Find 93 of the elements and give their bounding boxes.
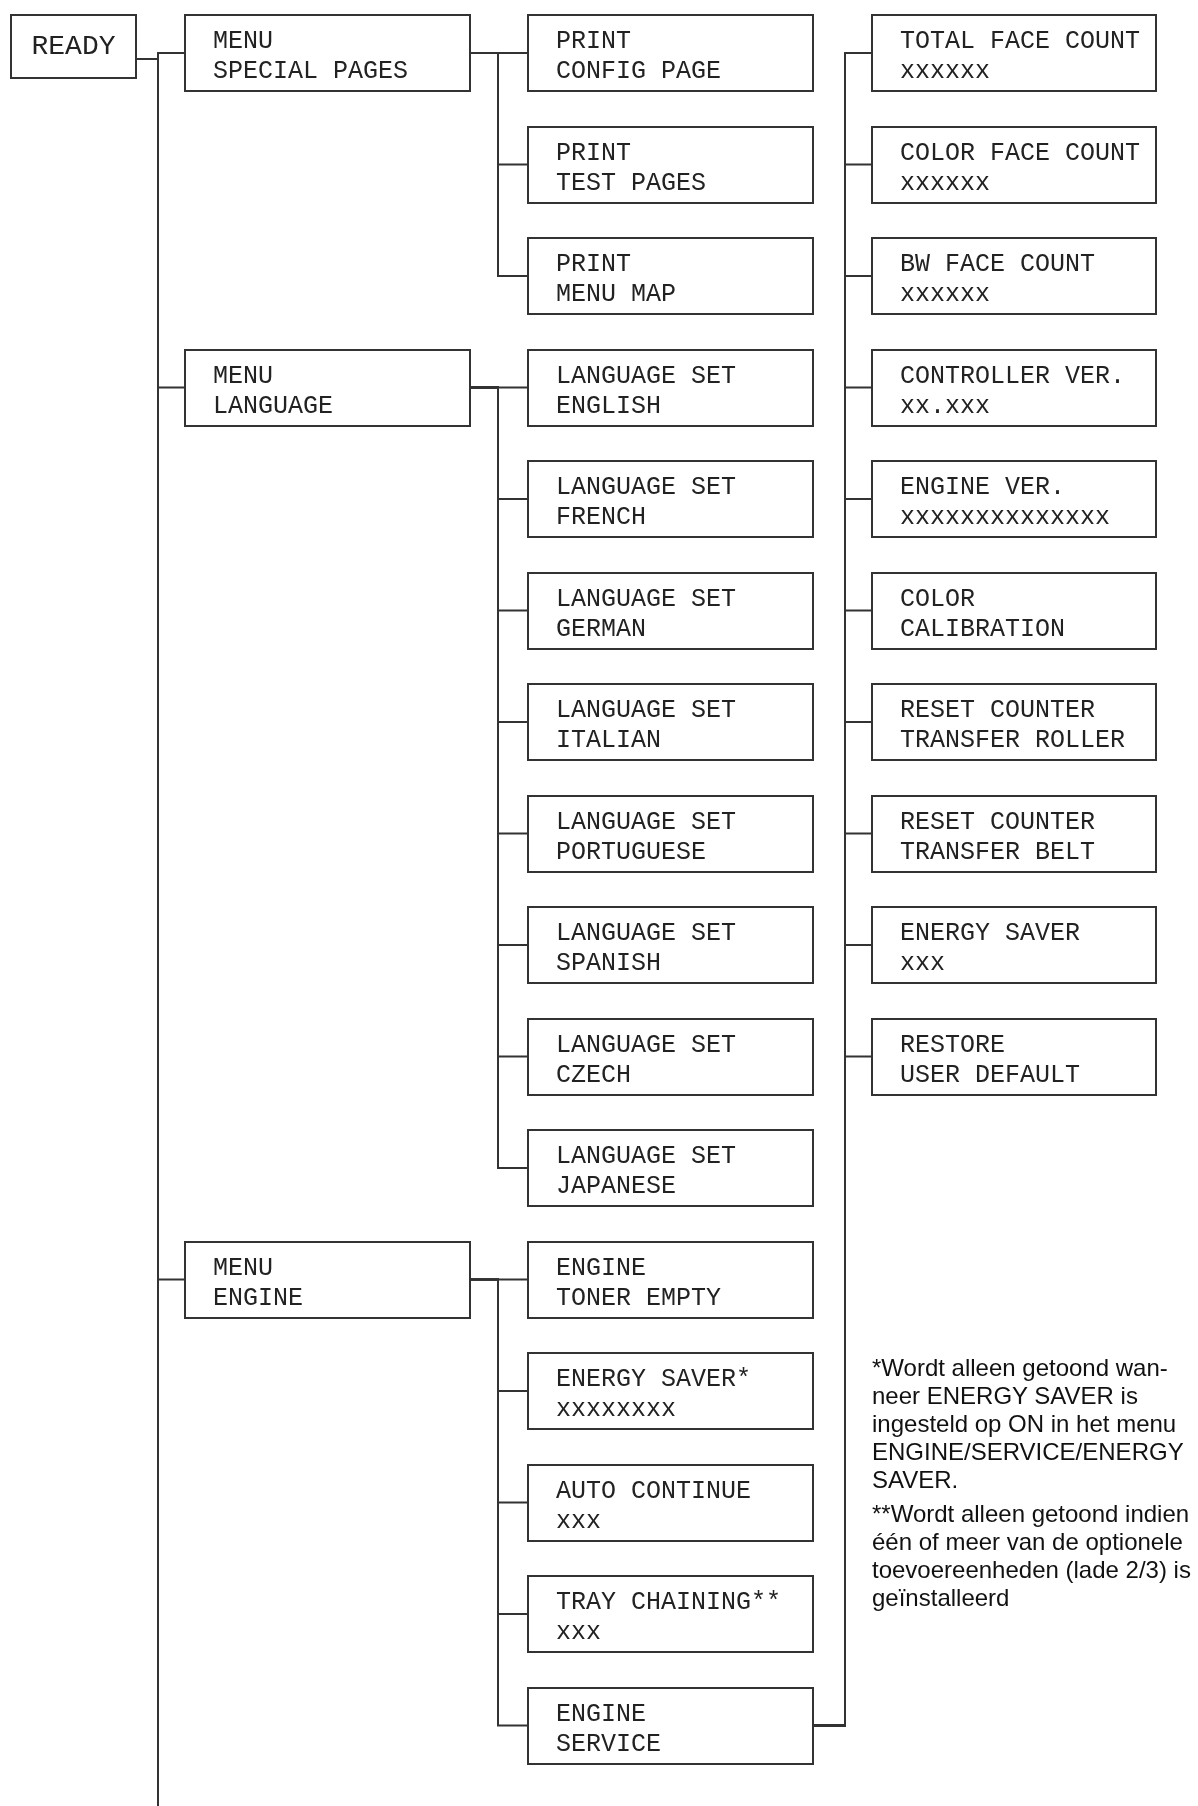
display-text: TRANSFER BELT <box>900 837 1096 868</box>
display-text: COLOR <box>900 584 975 615</box>
display-text: USER DEFAULT <box>900 1060 1081 1091</box>
menu-box <box>871 571 1157 650</box>
display-text: LANGUAGE SET <box>556 1142 737 1172</box>
display-text: xxx <box>900 949 945 979</box>
menu-box <box>527 1017 814 1096</box>
menu-box <box>527 1129 814 1207</box>
display-text: TRANSFER ROLLER <box>900 726 1126 756</box>
display-text: xxx <box>556 1506 601 1537</box>
display-text: ITALIAN <box>556 726 662 756</box>
menu-box <box>871 906 1157 984</box>
display-text: ENERGY SAVER* <box>556 1365 752 1395</box>
display-text: TEST PAGES <box>556 168 707 199</box>
display-text: ENGINE VER. <box>900 473 1066 503</box>
display-text: xxxxxx <box>900 57 990 87</box>
connector-line <box>470 52 528 277</box>
display-text: TRAY CHAINING** <box>556 1588 782 1618</box>
display-text: SPANISH <box>556 949 662 979</box>
display-text: ENGINE <box>556 1253 646 1284</box>
display-text: RESTORE <box>900 1030 1006 1061</box>
display-text: ENGLISH <box>556 391 662 422</box>
display-text: MENU MAP <box>556 280 677 310</box>
menu-box <box>527 571 814 650</box>
menu-box <box>527 1686 814 1765</box>
display-text: TOTAL FACE COUNT <box>900 27 1141 57</box>
menu-box <box>184 14 471 92</box>
display-text: TONER EMPTY <box>556 1283 722 1314</box>
display-text: READY <box>31 30 116 63</box>
connector-line <box>470 1278 528 1727</box>
display-text: PRINT <box>556 138 631 169</box>
display-text: JAPANESE <box>556 1172 677 1202</box>
display-text: ENERGY SAVER <box>900 919 1081 949</box>
menu-box <box>527 906 814 984</box>
display-text: CONFIG PAGE <box>556 57 722 87</box>
menu-box <box>527 348 814 427</box>
display-text: SERVICE <box>556 1729 662 1760</box>
status-box <box>10 14 137 79</box>
menu-box <box>184 1240 471 1319</box>
footnote: *Wordt alleen getoond wan-neer ENERGY SAVER is ingesteld op ON in het menu ENGINE/SERVICE/ENERGY SAVER. <box>872 1354 1185 1494</box>
menu-box <box>871 14 1157 92</box>
menu-box <box>527 14 814 92</box>
menu-box <box>871 125 1157 204</box>
menu-box <box>527 237 814 315</box>
menu-box <box>527 794 814 873</box>
menu-box <box>871 1017 1157 1096</box>
display-text: BW FACE COUNT <box>900 250 1096 280</box>
display-text: RESET COUNTER <box>900 696 1096 726</box>
menu-box <box>527 1463 814 1542</box>
display-text: RESET COUNTER <box>900 807 1096 838</box>
display-text: ENGINE <box>556 1699 646 1730</box>
menu-box <box>527 1352 814 1430</box>
display-text: ENGINE <box>213 1283 303 1314</box>
display-text: AUTO CONTINUE <box>556 1476 752 1507</box>
menu-box <box>527 460 814 538</box>
display-text: CZECH <box>556 1060 631 1091</box>
display-text: MENU <box>213 361 273 392</box>
menu-box <box>871 237 1157 315</box>
display-text: xxx <box>556 1618 601 1648</box>
display-text: LANGUAGE SET <box>556 1030 737 1061</box>
display-text: LANGUAGE SET <box>556 473 737 503</box>
menu-box <box>184 348 471 427</box>
display-text: CONTROLLER VER. <box>900 361 1126 392</box>
display-text: PRINT <box>556 250 631 280</box>
display-text: xxxxxx <box>900 280 990 310</box>
menu-box <box>527 125 814 204</box>
display-text: FRENCH <box>556 503 646 533</box>
display-text: LANGUAGE <box>213 391 334 422</box>
display-text: SPECIAL PAGES <box>213 57 409 87</box>
footnote: **Wordt alleen getoond indien één of meer van de optionele toevoereenheden (lade 2/3) is geïnstalleerd <box>872 1500 1192 1612</box>
display-text: PRINT <box>556 27 631 57</box>
display-text: xxxxxxxxxxxxxx <box>900 503 1111 533</box>
display-text: xxxxxx <box>900 168 990 199</box>
display-text: PORTUGUESE <box>556 837 707 868</box>
display-text: MENU <box>213 27 273 57</box>
display-text: COLOR FACE COUNT <box>900 138 1141 169</box>
menu-box <box>871 794 1157 873</box>
menu-box <box>871 348 1157 427</box>
menu-box <box>527 1575 814 1653</box>
display-text: xxxxxxxx <box>556 1395 677 1425</box>
display-text: CALIBRATION <box>900 614 1066 645</box>
menu-box <box>527 683 814 761</box>
menu-box <box>527 1240 814 1319</box>
display-text: LANGUAGE SET <box>556 807 737 838</box>
display-text: LANGUAGE SET <box>556 696 737 726</box>
display-text: LANGUAGE SET <box>556 361 737 392</box>
display-text: LANGUAGE SET <box>556 919 737 949</box>
menu-box <box>871 683 1157 761</box>
display-text: LANGUAGE SET <box>556 584 737 615</box>
display-text: xx.xxx <box>900 391 990 422</box>
display-text: MENU <box>213 1253 273 1284</box>
display-text: GERMAN <box>556 614 646 645</box>
menu-box <box>871 460 1157 538</box>
